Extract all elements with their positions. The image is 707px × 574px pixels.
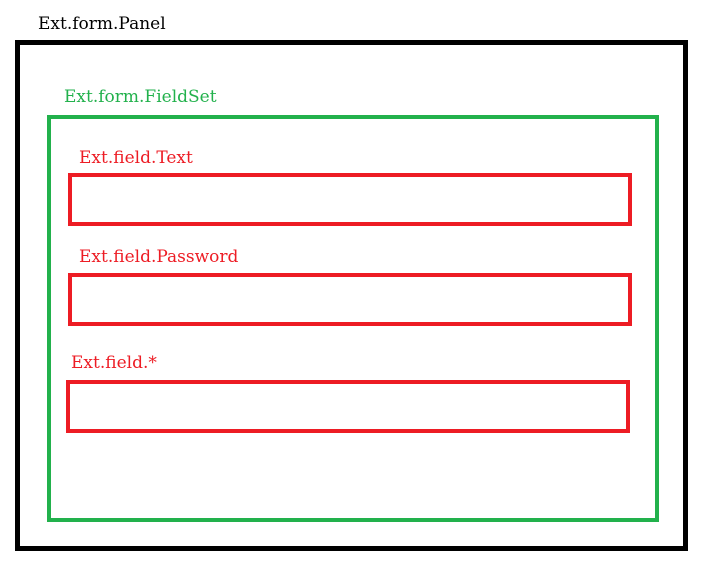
- text-field-box: [68, 173, 632, 226]
- fieldset-label: Ext.form.FieldSet: [64, 87, 217, 107]
- form-panel-box: [15, 40, 688, 551]
- generic-field-box: [66, 380, 630, 433]
- generic-field-label: Ext.field.*: [71, 353, 157, 373]
- password-field-box: [68, 273, 632, 326]
- form-panel-label: Ext.form.Panel: [38, 14, 166, 34]
- password-field-label: Ext.field.Password: [79, 247, 239, 267]
- fieldset-box: [47, 115, 659, 522]
- text-field-label: Ext.field.Text: [79, 148, 193, 168]
